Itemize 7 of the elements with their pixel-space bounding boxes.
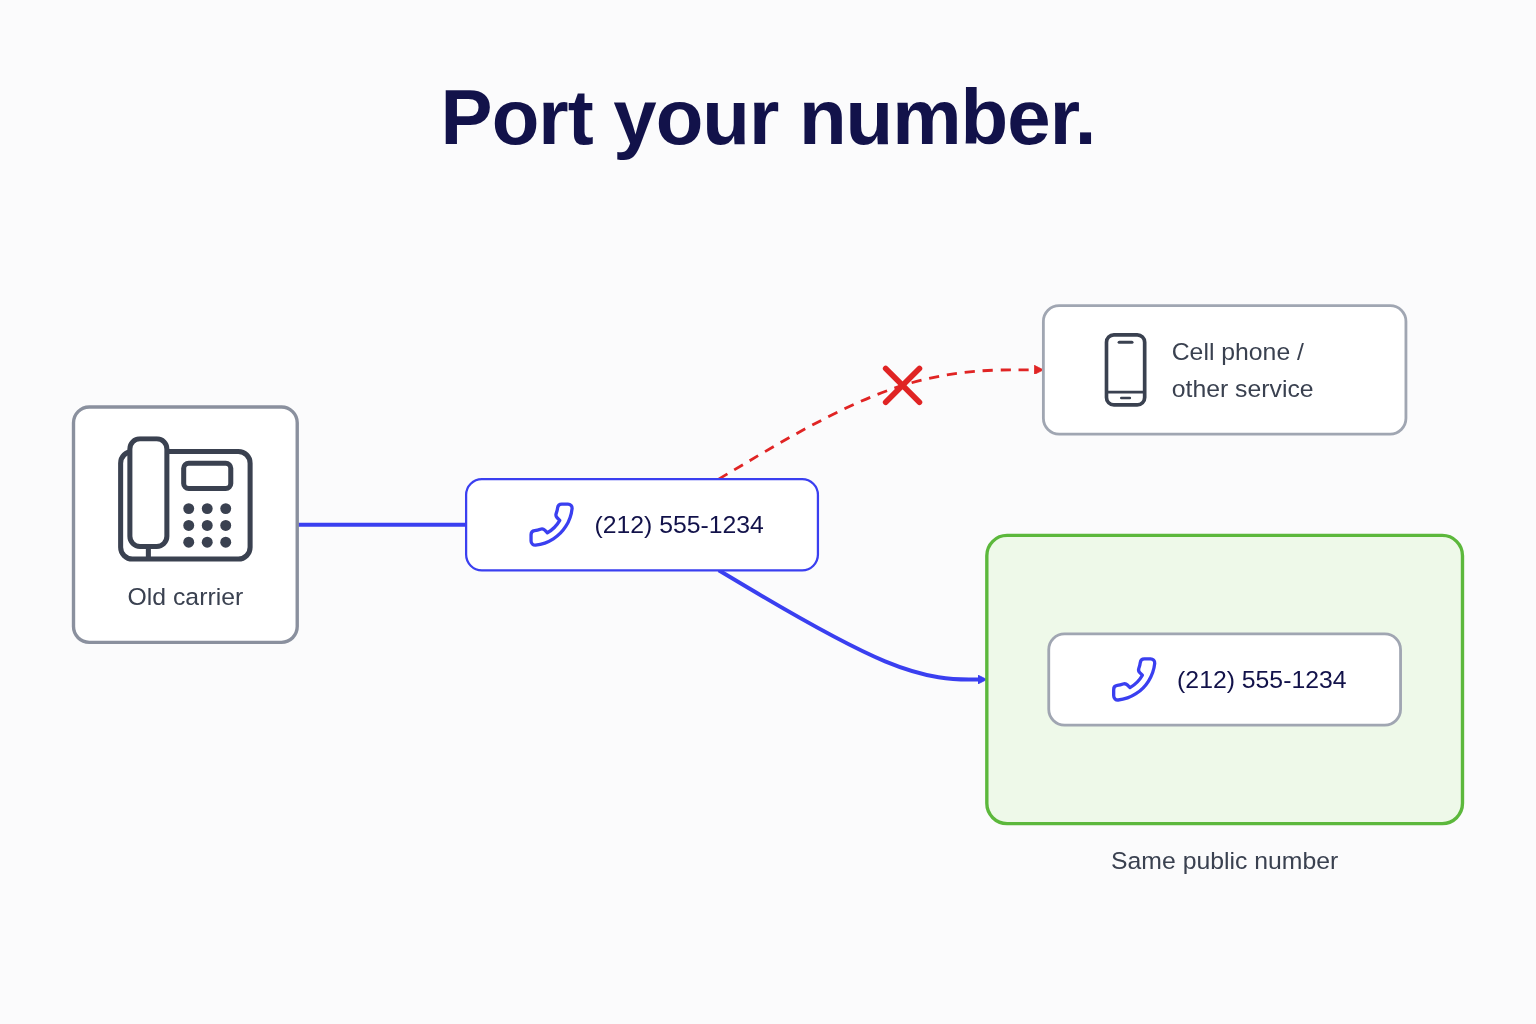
- node-box: (212) 555-1234: [1047, 632, 1402, 727]
- cluster: [985, 533, 1465, 826]
- title: Port your number.: [439, 72, 1097, 163]
- node-box: Cell phone / other service: [1041, 304, 1408, 436]
- node-box: Old carrier: [71, 405, 299, 645]
- node-box: (212) 555-1234: [465, 477, 820, 572]
- caption-text: Same public number: [1111, 846, 1339, 874]
